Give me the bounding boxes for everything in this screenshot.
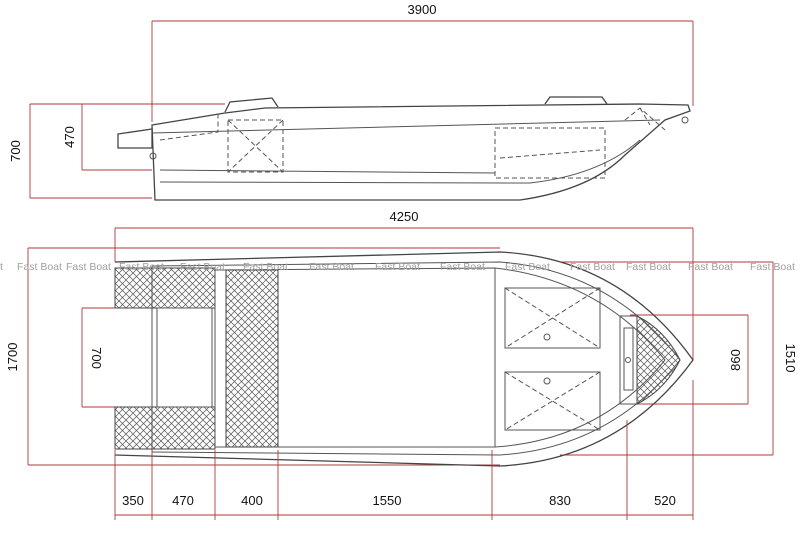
top-seat-area: [225, 269, 279, 448]
top-hull-outline: [114, 251, 694, 467]
section-label-5: 830: [549, 493, 571, 508]
watermark-row: t Fast Boat Fast Boat Fast Boat Fast Boa…: [0, 261, 795, 273]
side-seat-box: [227, 119, 284, 173]
top-deck-inner: [214, 267, 666, 448]
top-console-hatch-upper-cross: [504, 287, 601, 349]
top-pod-upper: [114, 267, 216, 309]
top-console-width-label: 860: [728, 349, 743, 371]
watermark-text: Fast Boat: [180, 261, 225, 273]
top-bow-locker-lid: [619, 315, 638, 405]
top-bow-locker-knob: [625, 357, 631, 363]
top-console-hatch-upper: [504, 287, 601, 349]
section-label-1: 350: [122, 493, 144, 508]
side-bow-locker: [624, 107, 666, 131]
side-rear-locker: [159, 112, 219, 141]
top-width-total-label: 1700: [5, 343, 20, 372]
watermark-text: Fast Boat: [17, 261, 62, 273]
side-transom-eye: [149, 152, 157, 160]
watermark-text: Fast Boat: [66, 261, 111, 273]
top-console-hatch-upper-knob: [543, 333, 551, 341]
side-bow-eye: [681, 116, 689, 124]
watermark-text: Fast Boat: [505, 261, 550, 273]
top-console-hatch-lower-cross: [504, 371, 601, 431]
top-bow-hatched: [636, 315, 681, 405]
watermark-text: Fast Boat: [375, 261, 420, 273]
top-length-label: 4250: [390, 209, 419, 224]
top-console-hatch-lower: [504, 371, 601, 431]
side-seat-box-cross: [227, 119, 284, 173]
top-transom-width-label: 700: [89, 347, 104, 369]
top-view: 4250 1700 1510 860 700: [5, 209, 798, 520]
side-front-rail: [544, 96, 608, 105]
side-console-inner: [499, 149, 601, 159]
side-hull-outline: [151, 103, 691, 201]
side-length-label: 3900: [408, 2, 437, 17]
side-waterline: [159, 139, 641, 184]
side-height-total-label: 700: [8, 140, 23, 162]
watermark-text: Fast Boat: [750, 261, 795, 273]
side-view: 3900 700 470: [8, 2, 694, 201]
top-bow-locker-handle: [623, 327, 634, 391]
side-chine-line: [159, 169, 496, 174]
watermark-text: Fast Boat: [626, 261, 671, 273]
section-label-3: 400: [241, 493, 263, 508]
watermark-text: Fast Boat: [570, 261, 615, 273]
side-console: [494, 127, 606, 179]
top-rear-bench: [156, 307, 213, 408]
top-width-inner-label: 1510: [783, 344, 798, 373]
section-label-4: 1550: [373, 493, 402, 508]
watermark-text: Fast Boat: [119, 261, 164, 273]
side-gunwale-line: [151, 119, 661, 134]
watermark-text: Fast Boat: [309, 261, 354, 273]
watermark-text: Fast Boat: [243, 261, 288, 273]
side-rear-rail: [224, 97, 279, 113]
top-console-hatch-lower-knob: [543, 377, 551, 385]
side-motor-bracket: [117, 128, 153, 149]
section-label-2: 470: [172, 493, 194, 508]
section-label-6: 520: [654, 493, 676, 508]
watermark-text: t: [0, 261, 3, 273]
top-pod-lower: [114, 406, 216, 450]
side-height-side-label: 470: [62, 126, 77, 148]
watermark-text: Fast Boat: [440, 261, 485, 273]
watermark-text: Fast Boat: [688, 261, 733, 273]
